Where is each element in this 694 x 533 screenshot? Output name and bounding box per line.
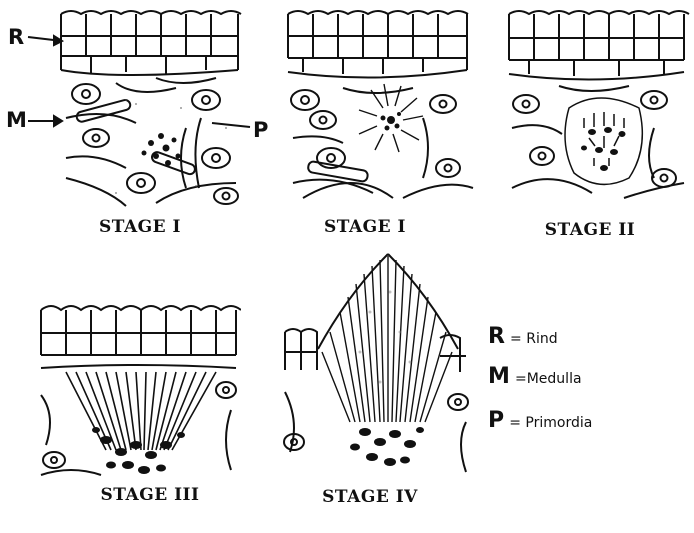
- legend-rind: R = Rind: [488, 324, 558, 349]
- legend-primordia: P = Primordia: [488, 408, 592, 433]
- stage-1b-panel: [283, 8, 475, 208]
- stage-1a-caption: STAGE I: [80, 217, 200, 237]
- stage-1b-caption: STAGE I: [305, 217, 425, 237]
- stage-2-panel: [504, 8, 690, 208]
- stage-1b-illustration: [283, 8, 475, 208]
- stage-2-caption: STAGE II: [525, 220, 655, 240]
- medulla-pointer-label: M: [6, 108, 27, 132]
- stage-4-caption: STAGE IV: [300, 487, 440, 507]
- rind-pointer-label: R: [8, 25, 24, 49]
- stage-3-panel: [36, 300, 241, 480]
- legend-text-primordia: = Primordia: [509, 415, 592, 431]
- stage-3-caption: STAGE III: [80, 485, 220, 505]
- primordia-pointer-label: P: [253, 118, 268, 142]
- stage-1a-illustration: [56, 8, 246, 208]
- stage-4-illustration: [280, 252, 472, 484]
- stage-2-illustration: [504, 8, 690, 208]
- legend-text-rind: = Rind: [510, 331, 558, 347]
- stage-3-illustration: [36, 300, 241, 480]
- legend-medulla: M =Medulla: [488, 364, 582, 389]
- legend-key-primordia: P: [488, 408, 504, 433]
- legend-text-medulla: =Medulla: [515, 371, 582, 387]
- stage-1a-panel: [56, 8, 246, 208]
- legend-key-rind: R: [488, 324, 505, 349]
- legend-key-medulla: M: [488, 364, 510, 389]
- stage-4-panel: [280, 252, 472, 484]
